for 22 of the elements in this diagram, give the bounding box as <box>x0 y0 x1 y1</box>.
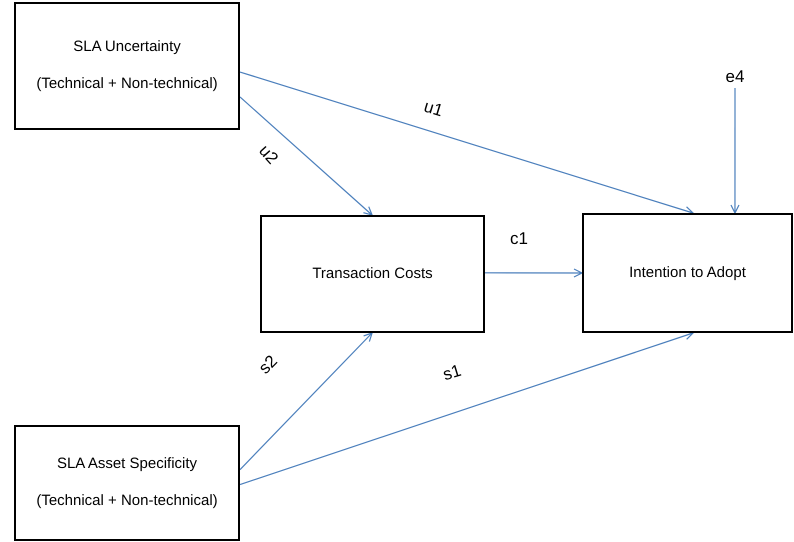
construct-box <box>14 425 240 541</box>
box-text: SLA Uncertainty <box>73 38 181 57</box>
edge-label: u1 <box>422 98 446 120</box>
edge-label: c1 <box>510 230 528 247</box>
box-text: Transaction Costs <box>312 264 433 284</box>
box-text: (Technical + Non-technical) <box>36 75 218 94</box>
arrow <box>485 268 583 278</box>
construct-box <box>260 215 485 333</box>
edge-label: s1 <box>440 362 464 384</box>
edge-label: s2 <box>256 352 280 377</box>
box-text: Intention to Adopt <box>629 264 746 282</box>
variable-label: e4 <box>722 66 748 88</box>
box-text: SLA Asset Specificity <box>56 455 198 474</box>
construct-box <box>14 2 240 130</box>
arrow <box>240 332 373 470</box>
arrow <box>240 96 373 216</box>
arrow <box>240 331 694 486</box>
arrow <box>240 71 694 216</box>
box-text: (Technical + Non-technical) <box>36 492 218 511</box>
construct-box <box>582 213 793 333</box>
arrow <box>730 88 740 214</box>
edge-label: u2 <box>256 142 282 168</box>
